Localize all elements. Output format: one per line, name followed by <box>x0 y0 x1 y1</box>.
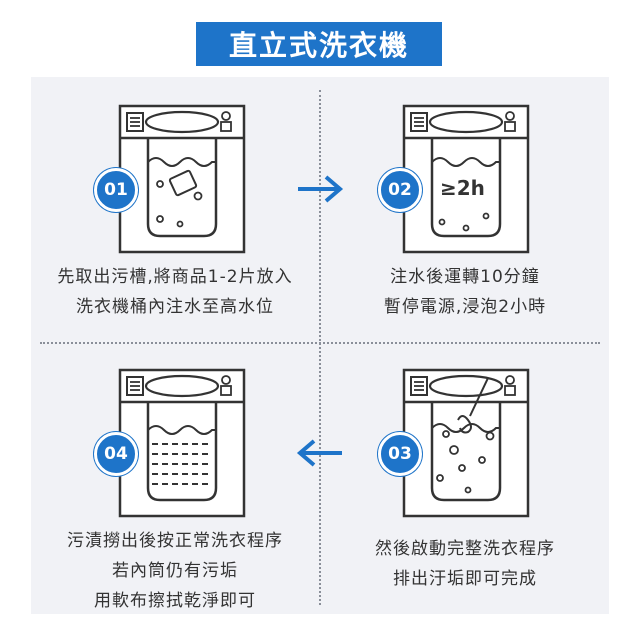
duration-label: ≥2h <box>440 176 485 200</box>
step-1-caption: 先取出污槽,將商品1-2片放入 洗衣機桶內注水至高水位 <box>31 262 319 322</box>
caption-line: 然後啟動完整洗衣程序 <box>375 539 555 559</box>
caption-line: 污漬撈出後按正常洗衣程序 <box>67 531 283 551</box>
caption-line: 先取出污槽,將商品1-2片放入 <box>57 267 293 287</box>
step-badge-04: 04 <box>94 432 138 476</box>
step-3-caption: 然後啟動完整洗衣程序 排出汙垢即可完成 <box>321 534 609 594</box>
step-badge-01: 01 <box>94 168 138 212</box>
caption-line: 注水後運轉10分鐘 <box>390 267 540 287</box>
page-title: 直立式洗衣機 <box>196 22 442 66</box>
caption-line: 洗衣機桶內注水至高水位 <box>76 297 274 317</box>
step-badge-02: 02 <box>378 168 422 212</box>
arrow-right-icon <box>298 175 344 203</box>
washing-machine-icon <box>118 104 246 254</box>
washing-machine-icon <box>402 368 530 518</box>
caption-line: 排出汙垢即可完成 <box>393 569 537 589</box>
horizontal-divider <box>40 342 600 344</box>
washing-machine-icon <box>118 368 246 518</box>
step-badge-03: 03 <box>378 432 422 476</box>
step-4-caption: 污漬撈出後按正常洗衣程序 若內筒仍有污垢 用軟布擦拭乾淨即可 <box>31 526 319 616</box>
step-2-caption: 注水後運轉10分鐘 暫停電源,浸泡2小時 <box>321 262 609 322</box>
caption-line: 用軟布擦拭乾淨即可 <box>94 591 256 611</box>
arrow-left-icon <box>296 439 342 467</box>
caption-line: 若內筒仍有污垢 <box>112 561 238 581</box>
washing-machine-icon <box>402 104 530 254</box>
caption-line: 暫停電源,浸泡2小時 <box>383 297 547 317</box>
vertical-divider <box>319 90 321 605</box>
